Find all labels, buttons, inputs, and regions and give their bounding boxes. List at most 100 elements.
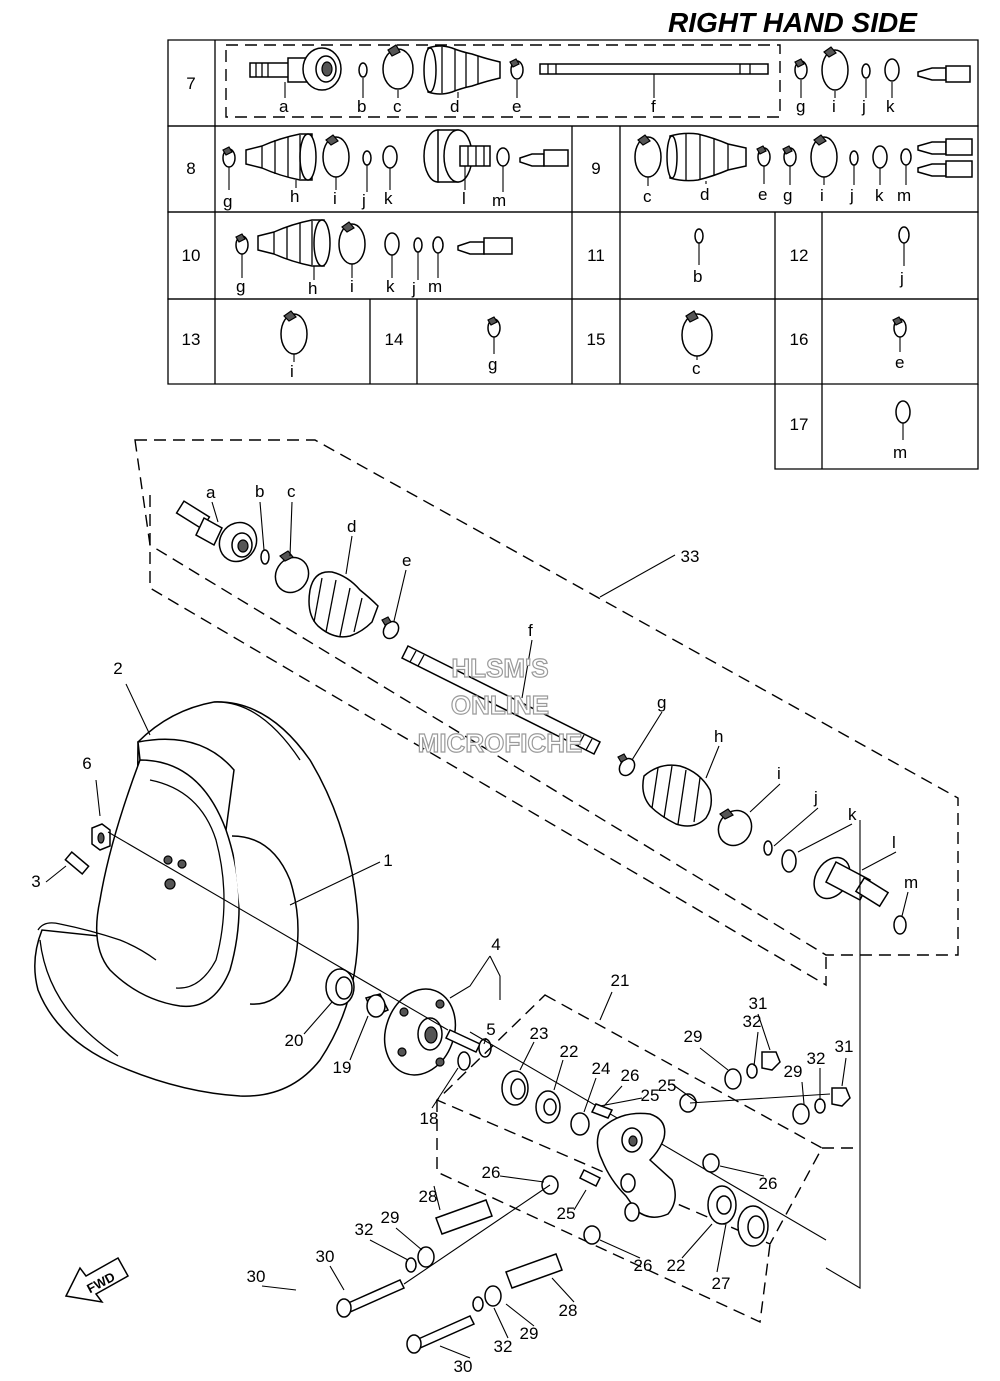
kit-row-7-letters: a b c d e f g i j k: [279, 74, 895, 116]
letter-label: l: [892, 833, 896, 852]
callout-number: 30: [316, 1247, 335, 1266]
watermark-line: ONLINE: [451, 690, 549, 720]
callout-number: 21: [611, 971, 630, 990]
callout-number: 4: [491, 935, 500, 954]
kit-row-8-letters: g h i j k l m: [223, 165, 506, 211]
forward-arrow-icon: FWD: [64, 1256, 130, 1304]
letter-label: j: [361, 191, 366, 210]
letter-label: k: [875, 186, 884, 205]
letter-label: a: [279, 97, 289, 116]
kit-row-9-parts: [634, 132, 973, 182]
callout-number: 5: [486, 1020, 495, 1039]
callout-number: 29: [684, 1027, 703, 1046]
callout-number: 24: [592, 1059, 611, 1078]
row-number: 10: [182, 246, 201, 265]
kit-row-10-parts: [235, 219, 513, 267]
letter-label: j: [899, 269, 904, 288]
letter-label: f: [528, 621, 533, 640]
callout-number: 6: [82, 754, 91, 773]
callout-number: 3: [31, 872, 40, 891]
row-number: 9: [591, 159, 600, 178]
callout-number: 30: [247, 1267, 266, 1286]
kit-row-7-parts: [249, 44, 971, 95]
letter-label: b: [357, 97, 366, 116]
letter-label: d: [347, 517, 356, 536]
kit-row-9-letters: c d e g i j k m: [643, 165, 911, 206]
letter-label: i: [777, 764, 781, 783]
letter-label: k: [386, 277, 395, 296]
callout-number: 22: [560, 1042, 579, 1061]
letter-label: m: [428, 277, 442, 296]
letter-label: i: [832, 97, 836, 116]
callout-number: 25: [557, 1204, 576, 1223]
letter-label: k: [886, 97, 895, 116]
callout-number: 18: [420, 1109, 439, 1128]
letter-label: h: [714, 727, 723, 746]
letter-label: e: [895, 353, 904, 372]
callout-number: 31: [749, 994, 768, 1013]
callout-number: 20: [285, 1031, 304, 1050]
letter-label: g: [223, 192, 232, 211]
letter-label: m: [893, 443, 907, 462]
row-number: 13: [182, 330, 201, 349]
letter-label: j: [849, 186, 854, 205]
watermark-line: HLSM'S: [451, 653, 548, 683]
letter-label: i: [820, 186, 824, 205]
letter-label: k: [384, 189, 393, 208]
letter-label: h: [308, 279, 317, 298]
callout-number: 26: [482, 1163, 501, 1182]
letter-label: g: [236, 277, 245, 296]
letter-label: e: [512, 97, 521, 116]
letter-label: j: [411, 279, 416, 298]
driveshaft-letters: a b c d e f g h i j k l m: [206, 482, 918, 917]
callout-number: 29: [520, 1324, 539, 1343]
row-number: 11: [587, 246, 605, 265]
row-number: 7: [186, 74, 195, 93]
callout-number: 32: [743, 1012, 762, 1031]
letter-label: g: [783, 186, 792, 205]
watermark: HLSM'S ONLINE MICROFICHE: [417, 652, 583, 758]
part-callouts: 1 2 3 4 5 6 18 19 20 21 22 23 24 25 26 2…: [31, 547, 853, 1376]
letter-label: l: [462, 189, 466, 208]
callout-number: 30: [454, 1357, 473, 1376]
callout-number: 22: [667, 1256, 686, 1275]
callout-number: 31: [835, 1037, 854, 1056]
callout-number: 19: [333, 1058, 352, 1077]
letter-label: m: [904, 873, 918, 892]
letter-label: m: [897, 186, 911, 205]
letter-label: c: [393, 97, 402, 116]
kit-single-parts: b j i g c e m: [280, 226, 911, 462]
callout-number: 26: [621, 1066, 640, 1085]
letter-label: c: [643, 187, 652, 206]
watermark-line: MICROFICHE: [418, 728, 583, 758]
letter-label: c: [692, 359, 701, 378]
row-number: 15: [587, 330, 606, 349]
table-row-numbers: 7 8 9 10 11 12 13 14 15 16 17: [182, 74, 809, 434]
callout-number: 28: [559, 1301, 578, 1320]
wheel-assembly: [34, 701, 827, 1241]
letter-label: j: [861, 97, 866, 116]
letter-label: g: [657, 693, 666, 712]
letter-label: d: [700, 185, 709, 204]
letter-label: d: [450, 97, 459, 116]
page-title: RIGHT HAND SIDE: [668, 7, 918, 38]
letter-label: g: [796, 97, 805, 116]
row-number: 16: [790, 330, 809, 349]
letter-label: j: [813, 788, 818, 807]
row-number: 17: [790, 415, 809, 434]
letter-label: e: [758, 185, 767, 204]
letter-label: c: [287, 482, 296, 501]
callout-number: 25: [641, 1086, 660, 1105]
letter-label: i: [290, 362, 294, 381]
letter-label: i: [350, 277, 354, 296]
callout-number: 32: [355, 1220, 374, 1239]
callout-number: 28: [419, 1187, 438, 1206]
letter-label: h: [290, 187, 299, 206]
letter-label: i: [333, 189, 337, 208]
letter-label: b: [693, 267, 702, 286]
letter-label: e: [402, 551, 411, 570]
row-number: 8: [186, 159, 195, 178]
letter-label: g: [488, 355, 497, 374]
row-number: 12: [790, 246, 809, 265]
